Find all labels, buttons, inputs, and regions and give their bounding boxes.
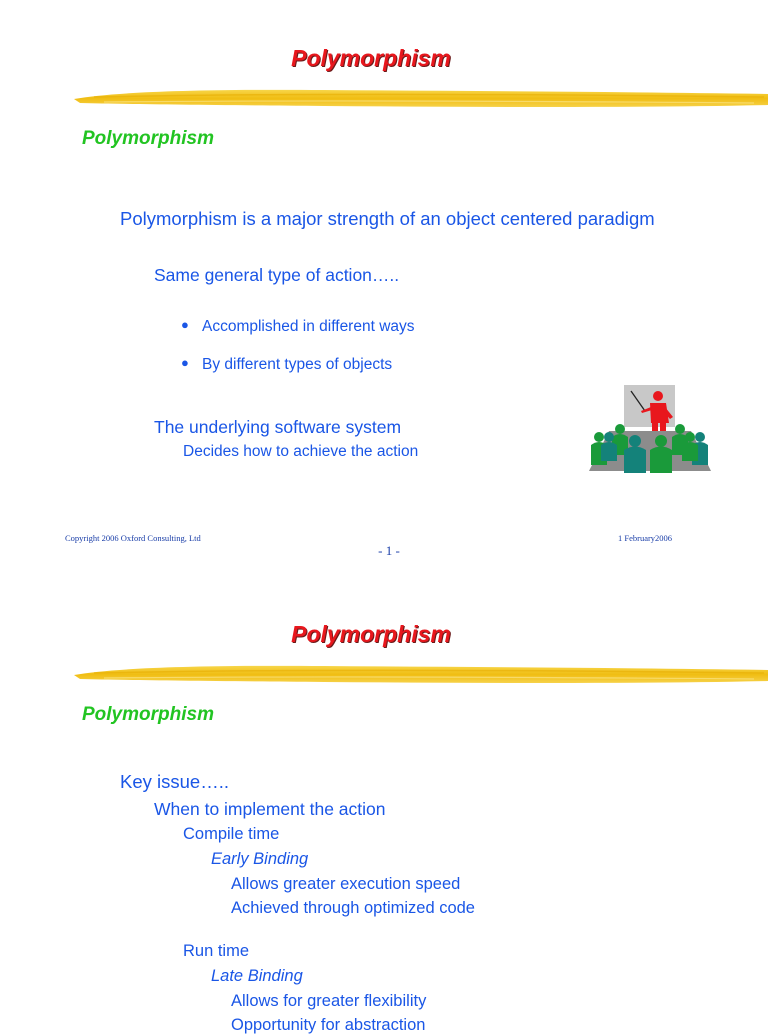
copyright-text: Copyright 2006 Oxford Consulting, Ltd [65,533,201,543]
binding-point: Allows greater execution speed [231,875,461,893]
sub-point: The underlying software system [154,417,402,437]
binding-label: Late Binding [211,967,303,985]
date-text: 1 February2006 [618,533,673,543]
binding-point: Opportunity for abstraction [231,1016,426,1034]
binding-label: Early Binding [211,850,309,868]
binding-point: Allows for greater flexibility [231,992,427,1010]
bullet-item: Accomplished in different ways [202,318,415,335]
detail-point: Run time [183,942,250,960]
bullet-icon: ● [181,317,189,332]
sub-point: When to implement the action [154,799,386,819]
detail-point: Compile time [183,825,280,843]
brush-stroke-divider [74,665,768,683]
section-subhead: Polymorphism [82,128,214,149]
brush-stroke-divider [74,89,768,107]
sub-point: Same general type of action….. [154,265,400,285]
section-subhead: Polymorphism [82,704,214,725]
slide-title: Polymorphism [291,621,451,647]
bullet-item: By different types of objects [202,356,393,373]
presenter-clipart-icon [589,385,711,473]
slide-title: Polymorphism [291,45,451,71]
main-point: Polymorphism is a major strength of an o… [120,208,655,229]
binding-point: Achieved through optimized code [231,899,475,917]
bullet-icon: ● [181,355,189,370]
page-number: - 1 - [378,543,400,558]
detail-point: Decides how to achieve the action [183,443,419,460]
main-point: Key issue….. [120,771,229,792]
